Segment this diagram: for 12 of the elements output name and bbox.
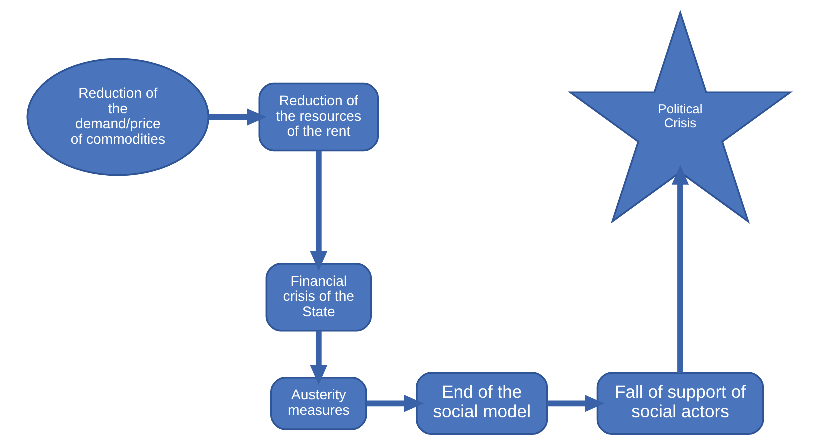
node-box: End of the social model	[416, 372, 548, 436]
arrow	[366, 395, 424, 412]
node-box: Reduction of the resources of the rent	[258, 82, 379, 152]
node-box: Fall of support of social actors	[596, 372, 764, 436]
arrow	[310, 151, 328, 272]
node-box: Financial crisis of the State	[265, 263, 372, 332]
node-box: Austerity measures	[270, 376, 367, 430]
arrow	[547, 395, 604, 412]
arrow	[671, 165, 689, 373]
arrow	[208, 108, 266, 126]
node-ellipse: Reduction of the demand/price of commodities	[26, 58, 210, 176]
arrow	[310, 330, 328, 386]
